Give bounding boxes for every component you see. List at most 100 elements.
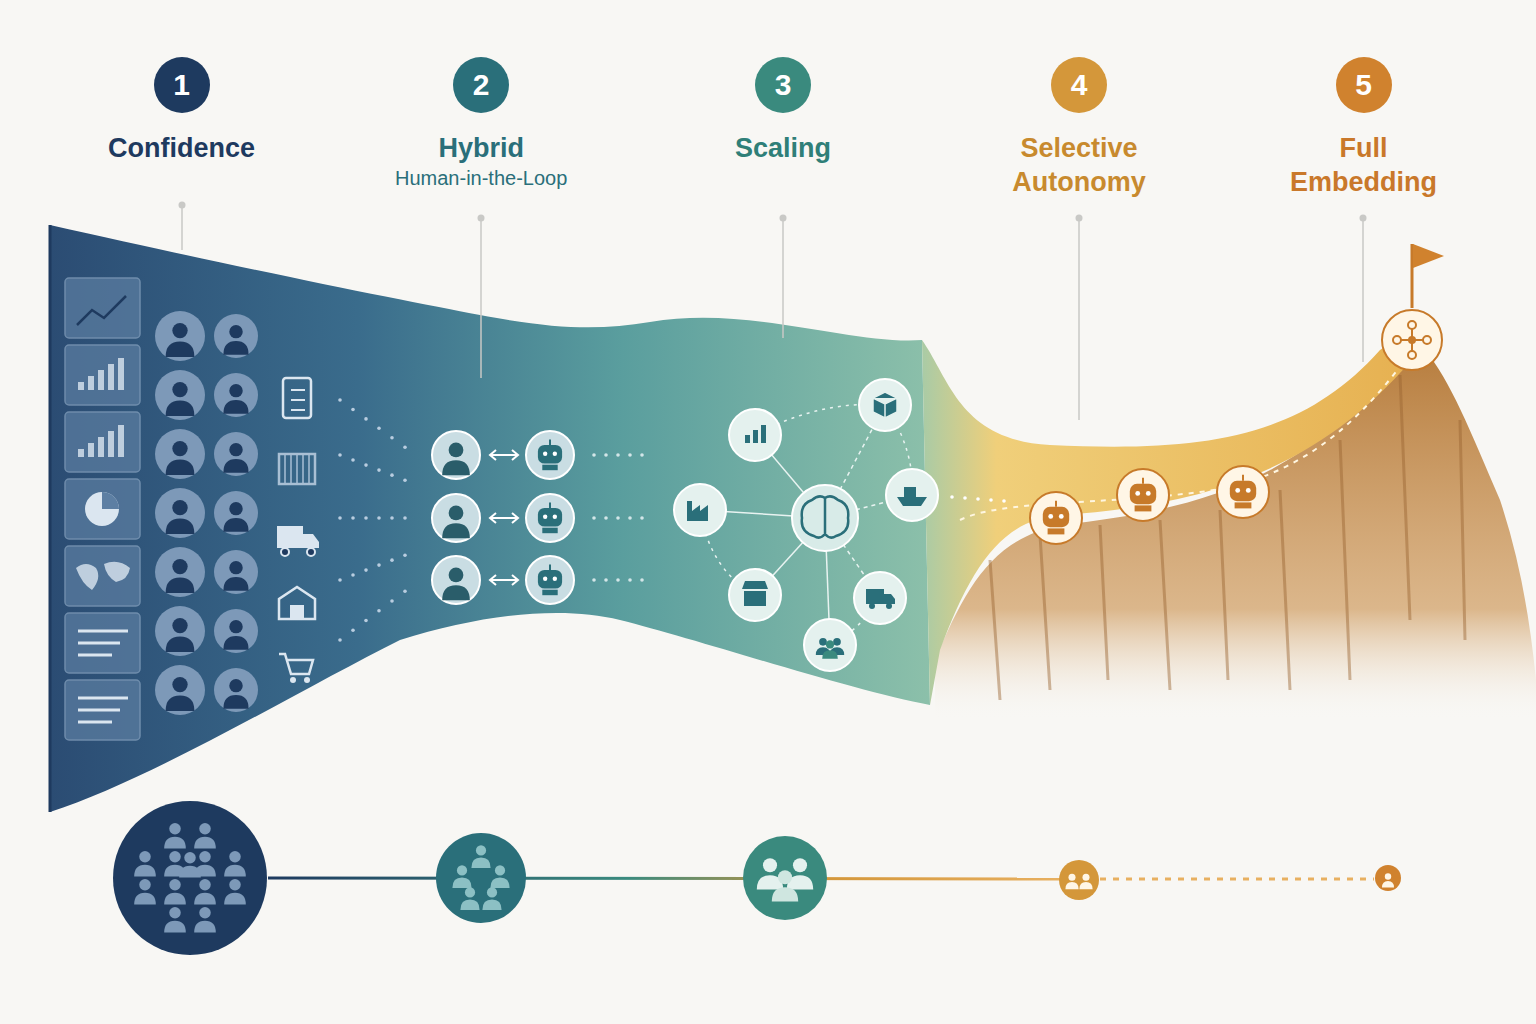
flow-dot — [963, 496, 967, 500]
person-head — [778, 870, 792, 884]
flow-dot — [403, 478, 407, 482]
person-head — [172, 559, 187, 574]
person-body — [194, 837, 216, 849]
stage-number: 4 — [1051, 57, 1107, 113]
person-icon — [1382, 873, 1394, 887]
leader-dot — [179, 202, 186, 209]
person-head — [1082, 874, 1089, 881]
chart-bar — [78, 449, 84, 457]
person-circle — [214, 314, 258, 358]
autonomy-ribbon — [922, 330, 1420, 705]
checklist-line — [291, 409, 305, 411]
person-icon — [194, 907, 216, 933]
person-circle — [155, 370, 205, 420]
person-circle — [155, 606, 205, 656]
person-head — [833, 638, 841, 646]
person-body — [223, 459, 248, 473]
person-icon — [164, 879, 186, 905]
flow-dot — [950, 495, 954, 499]
robot-circle — [1117, 469, 1169, 521]
hub-node-circle — [729, 569, 781, 621]
hub-node-circle — [859, 379, 911, 431]
world-map — [76, 562, 130, 590]
robot-base — [542, 590, 557, 596]
flow-dot — [351, 573, 355, 577]
person-head — [476, 845, 486, 855]
person-circle — [214, 432, 258, 476]
exchange-arrow — [490, 513, 518, 523]
flow-dot — [592, 453, 596, 457]
warehouse-door — [290, 605, 304, 619]
flow-dot — [377, 516, 381, 520]
text-line — [78, 721, 112, 724]
flow-dot — [351, 516, 355, 520]
person-body — [1079, 882, 1092, 889]
person-body — [224, 893, 246, 905]
mountain-ridges — [990, 375, 1465, 700]
team-line-end — [1100, 878, 1374, 881]
robot-circle — [526, 494, 574, 542]
cart-wheel — [304, 677, 310, 683]
chart-bar — [98, 370, 104, 390]
container-rib — [296, 454, 298, 484]
stage-number: 1 — [154, 57, 210, 113]
network-dot — [1408, 321, 1416, 329]
container-rib — [290, 454, 292, 484]
robot-antenna — [1142, 478, 1144, 484]
text-line — [78, 697, 128, 700]
chart-bar — [753, 430, 758, 443]
network-dot — [1408, 351, 1416, 359]
flow-dot — [390, 516, 394, 520]
person-head — [172, 441, 187, 456]
person-circle — [155, 547, 205, 597]
flow-dot — [403, 516, 407, 520]
robot-eye — [1135, 491, 1140, 496]
container-icon — [279, 454, 315, 484]
robot-base — [1235, 502, 1252, 508]
flow-dot — [640, 453, 644, 457]
container-rib — [284, 454, 286, 484]
flow-dot — [364, 417, 368, 421]
person-head — [199, 907, 211, 919]
robot-base — [542, 528, 557, 534]
robot-base — [1048, 528, 1065, 534]
robot-eye — [543, 577, 547, 581]
container-rib — [302, 454, 304, 484]
person-icon — [442, 506, 470, 539]
flow-dot — [616, 578, 620, 582]
person-circle — [155, 429, 205, 479]
person-icon — [460, 887, 479, 910]
hub-node-circle — [674, 484, 726, 536]
robot-circle — [526, 431, 574, 479]
person-body — [223, 636, 248, 650]
person-icon — [223, 679, 248, 709]
person-circle — [155, 311, 205, 361]
robot-eye — [1048, 514, 1053, 519]
person-icon — [490, 865, 509, 888]
team-circle — [1059, 860, 1099, 900]
stage-node: 5Full Embedding — [1281, 57, 1446, 199]
robot-icon — [1043, 501, 1069, 535]
robot-head — [1130, 484, 1156, 504]
person-body — [134, 865, 156, 877]
person-head — [229, 502, 242, 515]
person-icon — [482, 887, 501, 910]
person-head — [449, 443, 464, 458]
chart-bar — [118, 358, 124, 390]
person-icon — [166, 559, 195, 593]
leader-dot — [780, 215, 787, 222]
flow-dot — [338, 516, 342, 520]
person-head — [487, 887, 497, 897]
factory-icon — [687, 501, 708, 521]
dashboard-tile — [65, 412, 140, 472]
person-icon — [223, 325, 248, 355]
person-circle — [214, 668, 258, 712]
stage-title: Selective Autonomy — [994, 131, 1164, 199]
stage-number: 2 — [453, 57, 509, 113]
person-body — [1065, 882, 1078, 889]
person-circle — [155, 665, 205, 715]
dashboard-tile — [65, 546, 140, 606]
person-circle — [155, 488, 205, 538]
flow-dot — [592, 516, 596, 520]
flow-dot — [351, 408, 355, 412]
